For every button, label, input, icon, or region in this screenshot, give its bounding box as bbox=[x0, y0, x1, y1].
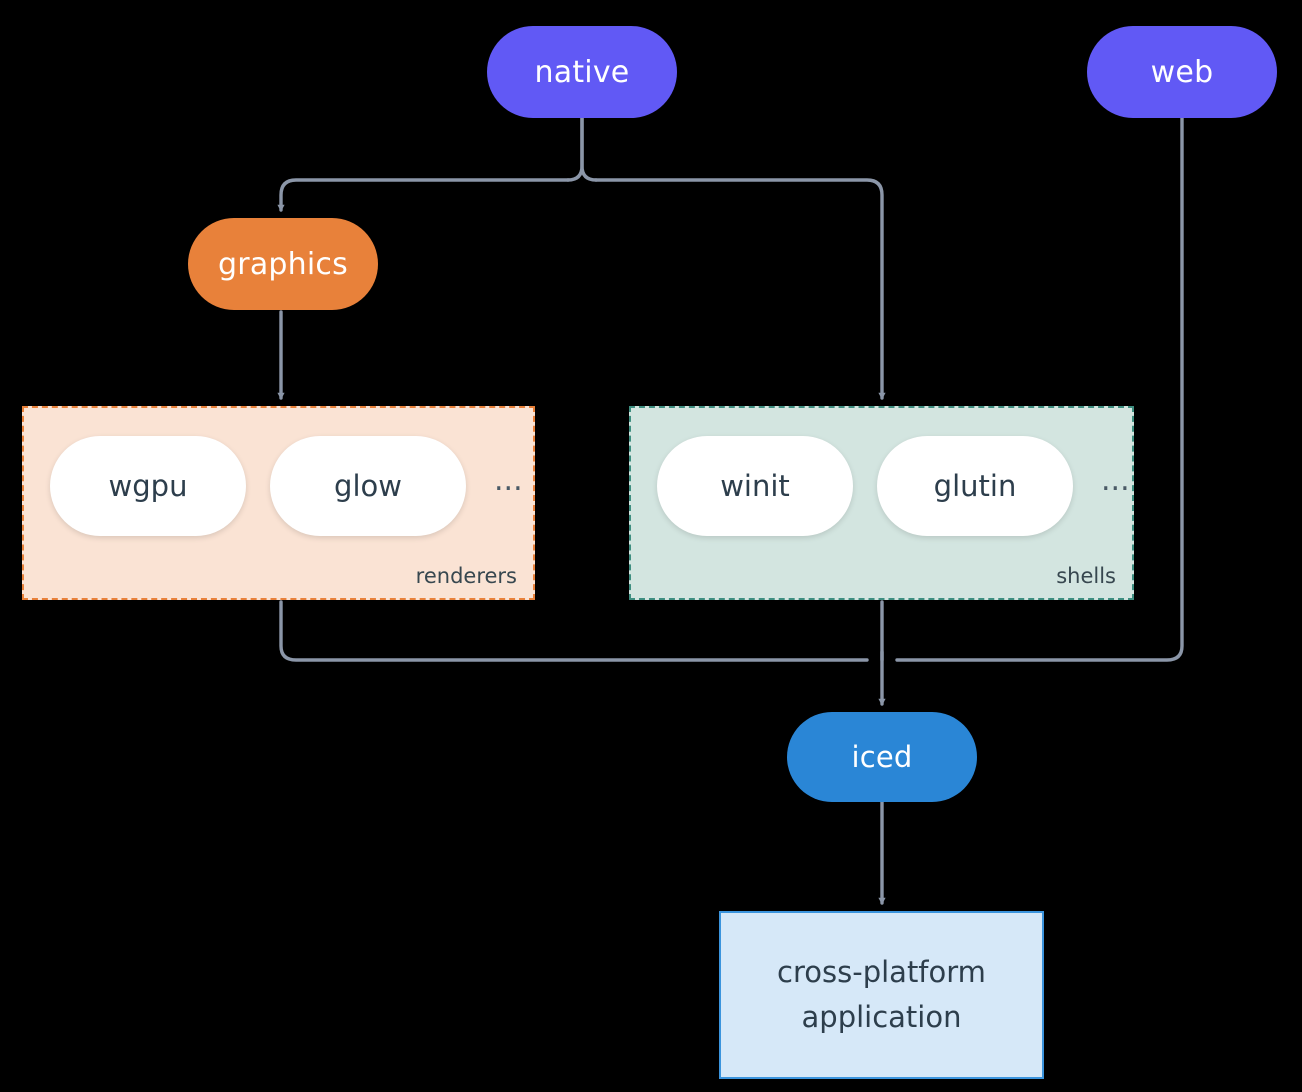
renderers-chip-row: wgpu glow ... bbox=[50, 436, 523, 536]
renderers-ellipsis: ... bbox=[494, 463, 523, 498]
application-label-line1: cross-platform bbox=[777, 954, 986, 989]
chip-glow[interactable]: glow bbox=[270, 436, 466, 536]
application-label-line2: application bbox=[801, 1000, 962, 1034]
node-native[interactable]: native bbox=[487, 26, 677, 118]
chip-winit[interactable]: winit bbox=[657, 436, 853, 536]
chip-wgpu[interactable]: wgpu bbox=[50, 436, 246, 536]
node-web[interactable]: web bbox=[1087, 26, 1277, 118]
chip-glow-label: glow bbox=[334, 469, 402, 503]
edge-native-to-graphics bbox=[277, 178, 570, 212]
edge-renderers-to-iced bbox=[279, 600, 869, 662]
edge-native-to-shells bbox=[594, 178, 886, 400]
group-shells[interactable]: winit glutin ... shells bbox=[629, 406, 1134, 600]
node-native-label: native bbox=[534, 54, 630, 90]
node-graphics-label: graphics bbox=[218, 246, 348, 282]
node-iced-label: iced bbox=[851, 740, 913, 774]
chip-glutin-label: glutin bbox=[933, 469, 1017, 503]
edge-native-trunk-right bbox=[580, 116, 598, 182]
group-shells-label: shells bbox=[1056, 564, 1116, 588]
chip-winit-label: winit bbox=[720, 469, 790, 503]
shells-chip-row: winit glutin ... bbox=[657, 436, 1130, 536]
node-application[interactable]: cross-platform application bbox=[719, 911, 1044, 1079]
node-web-label: web bbox=[1150, 54, 1214, 90]
shells-ellipsis: ... bbox=[1101, 463, 1130, 498]
chip-glutin[interactable]: glutin bbox=[877, 436, 1073, 536]
node-graphics[interactable]: graphics bbox=[188, 218, 378, 310]
edge-native-trunk bbox=[566, 116, 584, 182]
group-renderers[interactable]: wgpu glow ... renderers bbox=[22, 406, 535, 600]
node-iced[interactable]: iced bbox=[787, 712, 977, 802]
group-renderers-label: renderers bbox=[415, 564, 517, 588]
chip-wgpu-label: wgpu bbox=[108, 469, 188, 503]
